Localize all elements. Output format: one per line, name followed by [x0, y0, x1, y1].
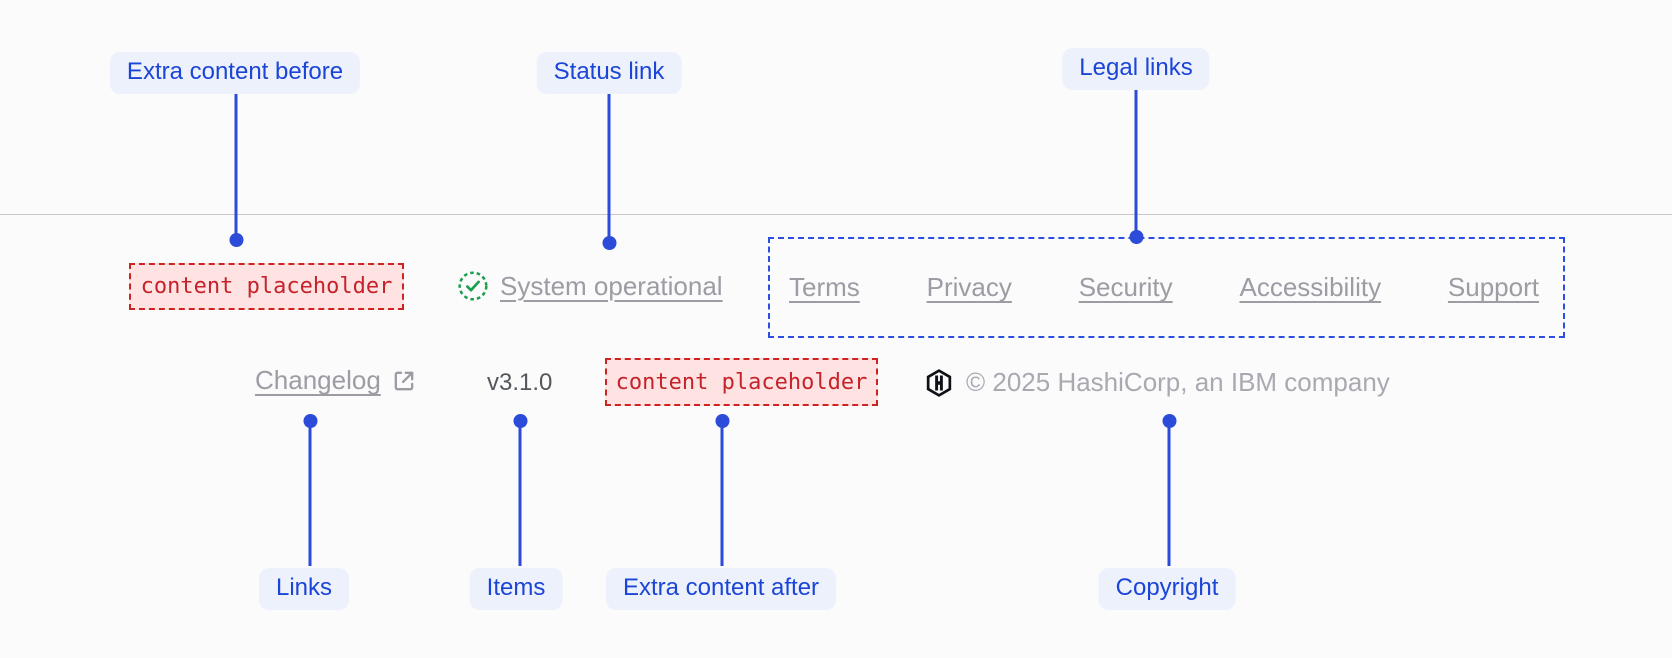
- footer-top-divider: [0, 214, 1672, 215]
- status-link[interactable]: System operational: [457, 270, 723, 302]
- hashicorp-logo-icon: [925, 368, 953, 397]
- annotation-label-items: Items: [469, 568, 563, 610]
- annotation-label-legal-links: Legal links: [1062, 48, 1210, 90]
- version-text: v3.1.0: [487, 369, 553, 396]
- annotation-label-links: Links: [258, 568, 350, 610]
- connector-copyright: [1167, 421, 1171, 566]
- status-link-label: System operational: [500, 270, 723, 301]
- extra-content-after-placeholder: content placeholder: [605, 358, 878, 406]
- check-circle-icon: [457, 270, 489, 302]
- connector-extra-content-after: [720, 421, 724, 566]
- annotation-label-extra-content-after: Extra content after: [605, 568, 837, 610]
- legal-link-security[interactable]: Security: [1078, 272, 1173, 302]
- copyright: © 2025 HashiCorp, an IBM company: [925, 367, 1390, 398]
- annotation-label-copyright: Copyright: [1098, 568, 1236, 610]
- changelog-link[interactable]: Changelog: [255, 365, 418, 396]
- connector-extra-content-before: [234, 92, 238, 240]
- extra-content-before-placeholder: content placeholder: [129, 263, 404, 310]
- annotation-label-status-link: Status link: [536, 52, 682, 94]
- legal-links-container: Terms Privacy Security Accessibility Sup…: [768, 237, 1565, 338]
- changelog-link-label: Changelog: [255, 365, 381, 395]
- copyright-text: © 2025 HashiCorp, an IBM company: [966, 367, 1390, 397]
- connector-status-link: [607, 92, 611, 243]
- connector-items: [518, 421, 522, 566]
- external-link-icon: [390, 367, 418, 395]
- legal-link-privacy[interactable]: Privacy: [926, 272, 1012, 302]
- connector-legal-links: [1134, 88, 1138, 237]
- annotation-label-extra-content-before: Extra content before: [109, 52, 361, 94]
- legal-link-support[interactable]: Support: [1447, 272, 1539, 302]
- connector-links: [308, 421, 312, 566]
- legal-link-terms[interactable]: Terms: [789, 272, 860, 302]
- legal-link-accessibility[interactable]: Accessibility: [1239, 272, 1382, 302]
